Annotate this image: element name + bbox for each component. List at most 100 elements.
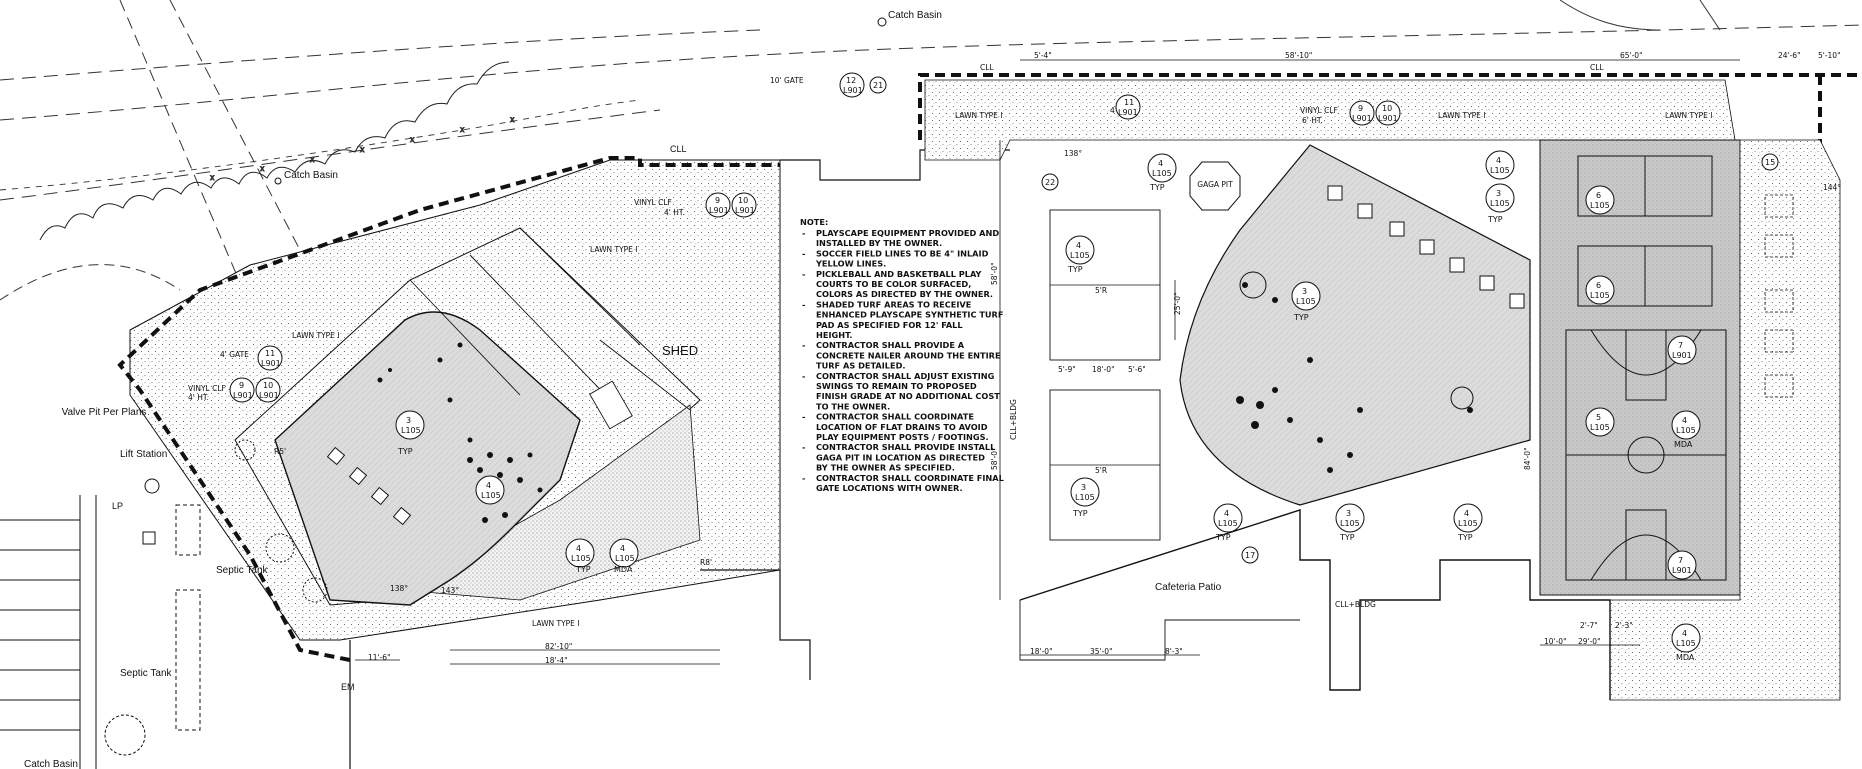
svg-text:L105: L105 xyxy=(1590,291,1610,300)
svg-text:L105: L105 xyxy=(1458,519,1478,528)
svg-text:TYP: TYP xyxy=(1457,533,1473,542)
dimensions-east: 5'-4" 58'-10" 65'-0" 24'-6" 5'-10" 18'-0… xyxy=(990,51,1841,656)
vinyl-ht-label-west-2: 4' HT. xyxy=(188,393,209,402)
lawn-label-east-3: LAWN TYPE I xyxy=(1665,111,1713,120)
svg-text:TYP: TYP xyxy=(1339,533,1355,542)
svg-text:2'-3": 2'-3" xyxy=(1615,621,1633,630)
cll-bldg-label-east: CLL+BLDG xyxy=(1335,600,1376,609)
svg-text:L901: L901 xyxy=(1672,566,1692,575)
svg-text:L901: L901 xyxy=(735,206,755,215)
svg-text:L105: L105 xyxy=(1296,297,1316,306)
svg-text:24'-6": 24'-6" xyxy=(1778,51,1801,60)
svg-text:84'-0": 84'-0" xyxy=(1523,447,1532,470)
svg-text:25'-0": 25'-0" xyxy=(1173,292,1182,315)
svg-text:4: 4 xyxy=(1464,509,1469,518)
vinyl-ht-label-west-1: 4' HT. xyxy=(664,208,685,217)
cll-label-east-2: CLL xyxy=(1590,63,1604,72)
svg-text:L105: L105 xyxy=(1490,199,1510,208)
catch-basin-left-label: Catch Basin xyxy=(284,170,338,181)
em-label: EM xyxy=(341,682,355,692)
lawn-label-west-1: LAWN TYPE I xyxy=(590,245,638,254)
svg-text:L105: L105 xyxy=(1070,251,1090,260)
svg-text:5'-4": 5'-4" xyxy=(1034,51,1052,60)
cll-bldg-vertical: CLL+BLDG xyxy=(1009,399,1018,440)
svg-text:L105: L105 xyxy=(1218,519,1238,528)
svg-text:5'-9": 5'-9" xyxy=(1058,365,1076,374)
svg-text:11: 11 xyxy=(265,349,275,358)
svg-text:L901: L901 xyxy=(1352,114,1372,123)
svg-text:TYP: TYP xyxy=(1293,313,1309,322)
vinyl-clf-label-west-1: VINYL CLF xyxy=(634,198,672,207)
svg-text:MDA: MDA xyxy=(1674,440,1693,449)
catch-basin-top-label: Catch Basin xyxy=(888,10,942,21)
svg-text:10: 10 xyxy=(1382,104,1392,113)
svg-text:3: 3 xyxy=(1496,189,1501,198)
field-radius-2: 5'R xyxy=(1095,466,1107,475)
svg-text:MDA: MDA xyxy=(1676,653,1695,662)
svg-text:TYP: TYP xyxy=(1149,183,1165,192)
lift-station-label: Lift Station xyxy=(120,449,167,460)
svg-text:17: 17 xyxy=(1245,551,1255,560)
svg-text:138°: 138° xyxy=(390,584,408,593)
svg-text:4: 4 xyxy=(486,481,491,490)
svg-text:3: 3 xyxy=(1346,509,1351,518)
svg-text:L105: L105 xyxy=(615,554,635,563)
svg-text:7: 7 xyxy=(1678,556,1683,565)
callouts-west xyxy=(229,72,887,568)
lawn-label-west-2: LAWN TYPE I xyxy=(292,331,340,340)
lift-station-icon xyxy=(144,478,160,494)
svg-text:6: 6 xyxy=(1596,281,1601,290)
svg-text:22: 22 xyxy=(1045,178,1055,187)
svg-text:TYP: TYP xyxy=(1072,509,1088,518)
cll-label-east-1: CLL xyxy=(980,63,994,72)
svg-text:9: 9 xyxy=(715,196,720,205)
svg-text:L901: L901 xyxy=(843,86,863,95)
svg-text:18'-0": 18'-0" xyxy=(1092,365,1115,374)
callouts-east xyxy=(1041,94,1779,653)
svg-text:35'-0": 35'-0" xyxy=(1090,647,1113,656)
svg-text:x: x xyxy=(360,145,365,154)
svg-text:15: 15 xyxy=(1765,158,1775,167)
svg-text:29'-0": 29'-0" xyxy=(1578,637,1601,646)
utility-box-icon xyxy=(142,531,156,545)
svg-text:TYP: TYP xyxy=(1487,215,1503,224)
catch-basin-top-icon xyxy=(877,17,887,27)
svg-text:TYP: TYP xyxy=(397,447,413,456)
svg-text:L105: L105 xyxy=(1152,169,1172,178)
road-centerlines xyxy=(0,0,1862,331)
svg-text:L105: L105 xyxy=(1590,423,1610,432)
svg-text:4: 4 xyxy=(620,544,625,553)
cll-label-west: CLL xyxy=(670,144,687,154)
svg-text:x: x xyxy=(260,164,265,173)
svg-text:12: 12 xyxy=(846,76,856,85)
svg-text:L105: L105 xyxy=(1676,426,1696,435)
svg-text:3: 3 xyxy=(1081,483,1086,492)
svg-text:4: 4 xyxy=(576,544,581,553)
vinyl-ht-6-label: 6' HT. xyxy=(1302,116,1323,125)
svg-text:10: 10 xyxy=(738,196,748,205)
catch-basin-left-icon xyxy=(274,177,282,185)
vinyl-clf-label-east: VINYL CLF xyxy=(1300,106,1338,115)
svg-text:R5': R5' xyxy=(274,447,286,456)
svg-text:21: 21 xyxy=(873,81,883,90)
vinyl-clf-label-west-2: VINYL CLF xyxy=(188,384,226,393)
svg-text:2'-7": 2'-7" xyxy=(1580,621,1598,630)
field-radius-1: 5'R xyxy=(1095,286,1107,295)
svg-text:4: 4 xyxy=(1496,156,1501,165)
svg-text:5'-6": 5'-6" xyxy=(1128,365,1146,374)
shed-label: SHED xyxy=(662,343,698,358)
svg-text:4: 4 xyxy=(1682,416,1687,425)
svg-text:4: 4 xyxy=(1224,509,1229,518)
septic-tank-label-2: Septic Tank xyxy=(120,668,173,679)
svg-text:65'-0": 65'-0" xyxy=(1620,51,1643,60)
notes-heading: NOTE: xyxy=(800,217,828,227)
svg-text:3: 3 xyxy=(1302,287,1307,296)
svg-text:L105: L105 xyxy=(1490,166,1510,175)
lawn-label-east-1: LAWN TYPE I xyxy=(955,111,1003,120)
